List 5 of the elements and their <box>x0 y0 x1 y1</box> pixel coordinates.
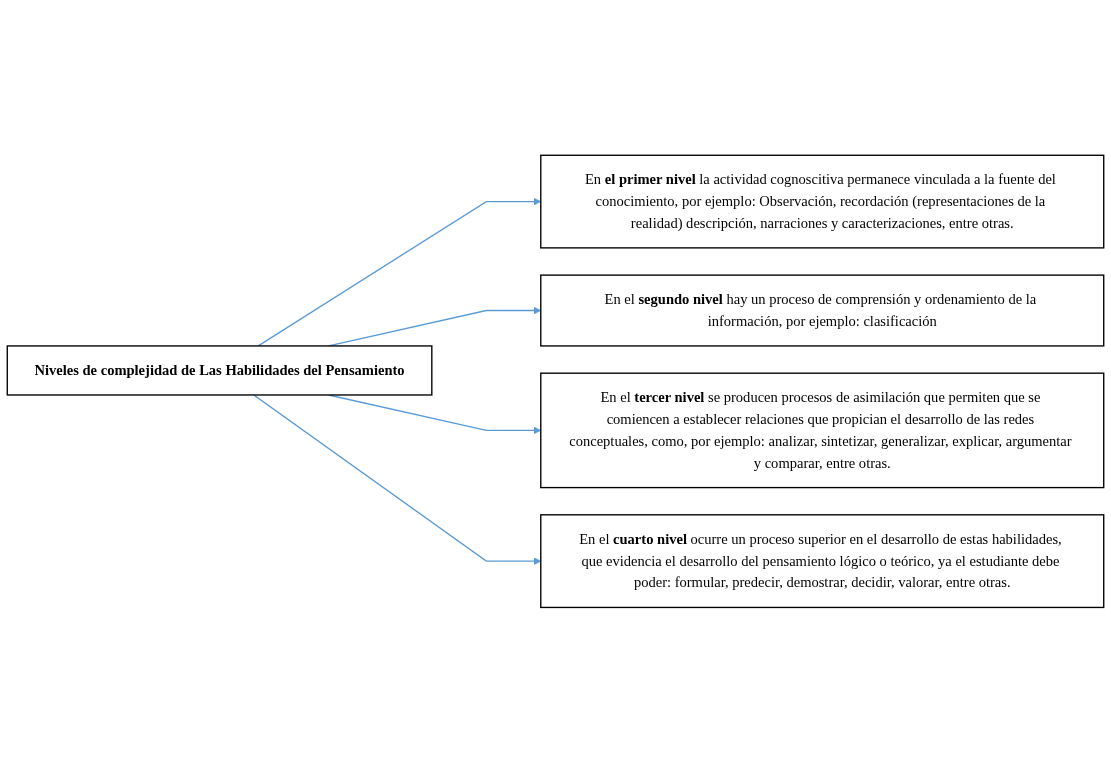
node-box: Niveles de complejidad de Las Habilidades del Pensamiento <box>6 345 433 396</box>
node-box: En el primer nivel la actividad cognoscitiva permanece vinculada a la fuente del conocimiento, por ejemplo: Observación, recordación (representaciones de la realidad) descripción, narraciones y caracterizaciones, entre otras. <box>540 154 1105 249</box>
node-box: En el segundo nivel hay un proceso de comprensión y ordenamiento de la información, por ejemplo: clasificación <box>540 274 1105 347</box>
node-box: En el tercer nivel se producen procesos de asimilación que permiten que se comiencen a establecer relaciones que propician el desarrollo de las redes conceptuales, como, por ejemplo: analizar, sintetizar, generalizar, explicar, argumentar y comparar, entre otras. <box>540 372 1105 489</box>
node-box: En el cuarto nivel ocurre un proceso superior en el desarrollo de estas habilidades, que evidencia el desarrollo del pensamiento lógico o teórico, ya el estudiante debe poder: formular, predecir, demostrar, decidir, valorar, entre otras. <box>540 514 1105 609</box>
